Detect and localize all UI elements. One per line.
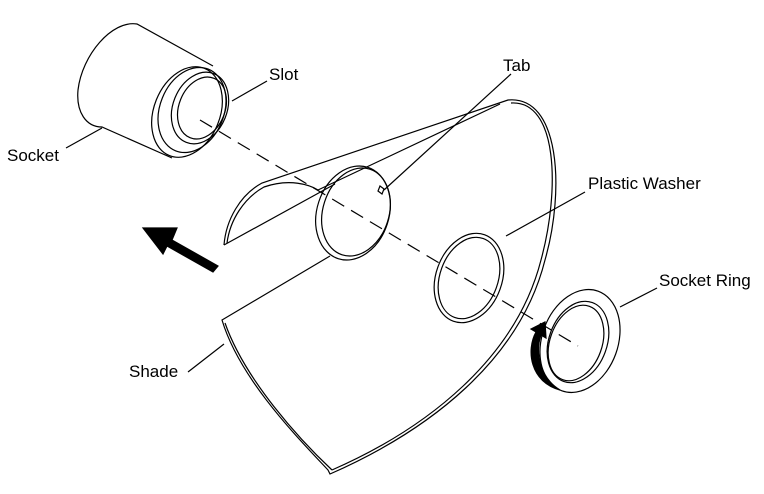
- label-socket: Socket: [7, 146, 59, 165]
- shade-part: [221, 99, 557, 475]
- label-tab: Tab: [503, 56, 531, 75]
- label-shade: Shade: [129, 362, 179, 381]
- leader-lines: [65, 73, 658, 373]
- socket-part: [77, 23, 230, 159]
- label-socket-ring: Socket Ring: [659, 271, 751, 290]
- direction-arrow-icon: [141, 227, 219, 273]
- label-slot: Slot: [269, 65, 299, 84]
- label-plastic-washer: Plastic Washer: [588, 174, 701, 193]
- tab-notch: [377, 185, 385, 195]
- socket-ring-part: [539, 288, 621, 394]
- axis-dashed-line: [199, 119, 579, 347]
- plastic-washer-part: [433, 232, 505, 324]
- rotate-arrow-icon: [529, 321, 561, 391]
